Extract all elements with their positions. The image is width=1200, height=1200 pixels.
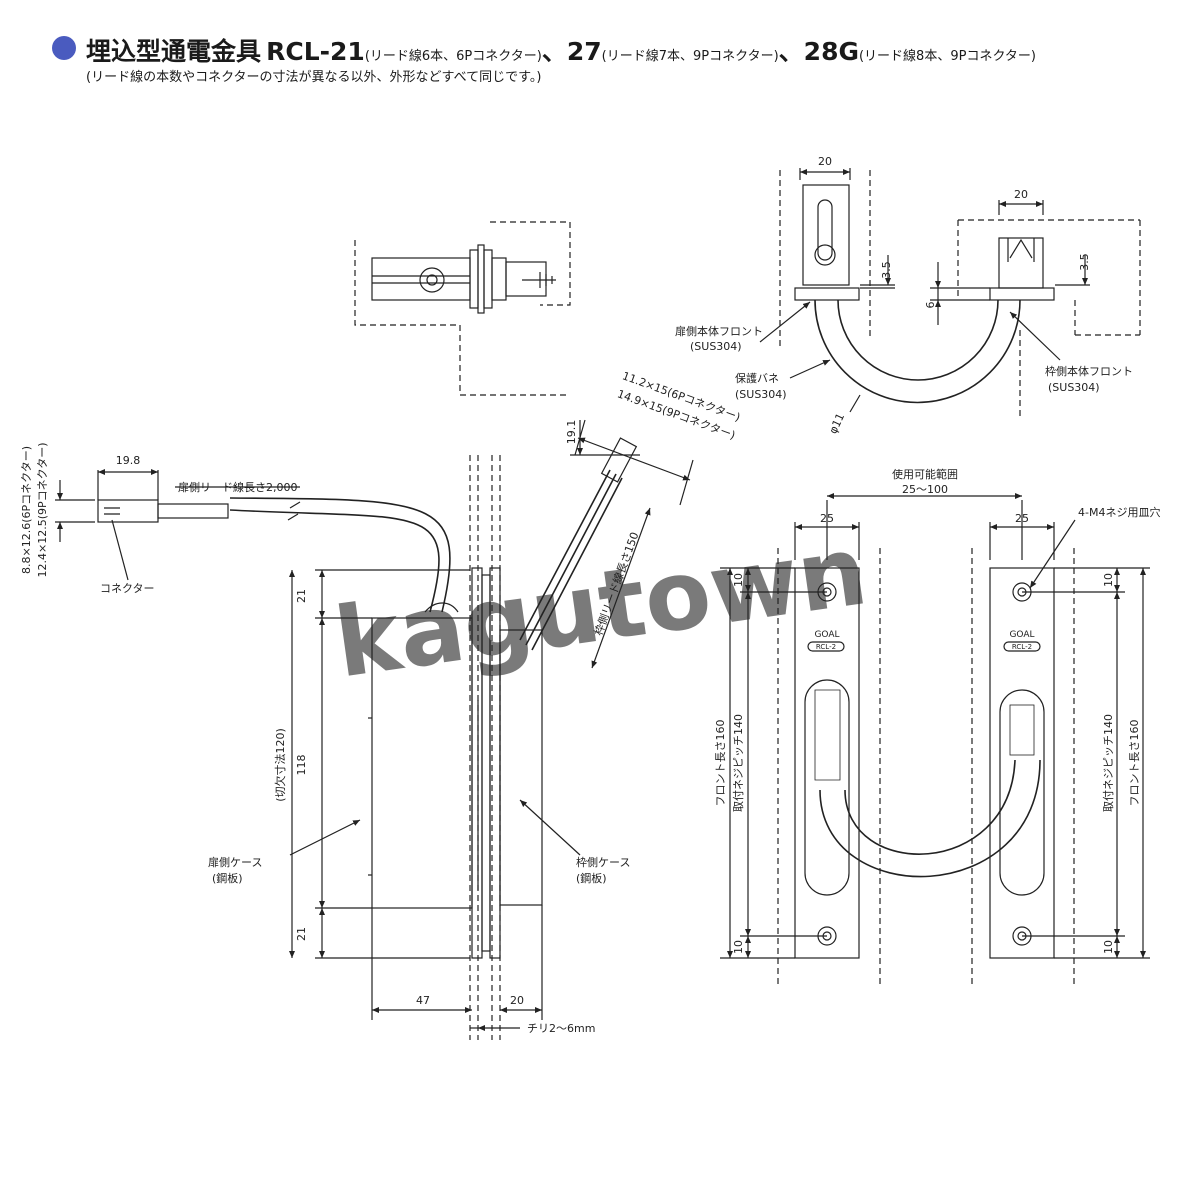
header: 埋込型通電金具 RCL-21(リード線6本、6Pコネクター)、27(リード線7本…: [0, 0, 1200, 100]
dim-118: 118: [295, 755, 308, 776]
frame-front-material: (SUS304): [1048, 381, 1100, 394]
dim-19-8: 19.8: [116, 454, 141, 467]
frame-case-material: (鋼板): [576, 871, 607, 885]
dim-3-5-right: 3.5: [1078, 253, 1091, 271]
front-length-left: フロント長さ160: [714, 720, 727, 807]
dim-25-left: 25: [820, 512, 834, 525]
front-view: [720, 493, 1150, 985]
dim-10-right-bottom: 10: [1102, 940, 1115, 954]
brand-mark-left: GOAL: [814, 630, 839, 640]
dim-20-left: 20: [818, 155, 832, 168]
side-view-spring: [759, 168, 1141, 420]
model-28g: 28G: [803, 37, 859, 66]
cutout-dim: (切欠寸法120): [273, 728, 287, 802]
front-view-labels: 使用可能範囲 25〜100 25 25 4-M4ネジ用皿穴 10 10 10 1…: [714, 467, 1160, 954]
separator: 、: [541, 37, 567, 66]
screw-pitch-left: 取付ネジピッチ140: [732, 714, 745, 812]
front-length-right: フロント長さ160: [1128, 720, 1141, 807]
door-front-label: 扉側本体フロント: [675, 324, 763, 338]
door-front-material: (SUS304): [690, 340, 742, 353]
dim-10-left-bottom: 10: [732, 940, 745, 954]
side-view-labels: 20 20 3.5 3.5 6 扉側本体フロント (SUS304) 保護バネ (…: [675, 155, 1133, 436]
dim-21-top: 21: [295, 589, 308, 603]
door-case-label: 扉側ケース: [208, 856, 262, 869]
dim-20-right: 20: [1014, 188, 1028, 201]
frame-case-label: 枠側ケース: [576, 855, 630, 869]
title-text: 埋込型通電金具: [86, 37, 262, 66]
spring-label: 保護バネ: [735, 371, 779, 385]
model-27-note: (リード線7本、9Pコネクター): [601, 49, 779, 64]
dim-25-right: 25: [1015, 512, 1029, 525]
section-view: [55, 419, 694, 1040]
clearance-label: チリ2〜6mm: [527, 1022, 595, 1035]
conn-height-6p: 8.8×12.6(6Pコネクター): [20, 446, 33, 574]
dim-10-left-top: 10: [732, 573, 745, 587]
separator: 、: [778, 37, 804, 66]
dim-6: 6: [924, 302, 937, 309]
dim-phi11: φ11: [826, 411, 847, 436]
spring-material: (SUS304): [735, 388, 787, 401]
brand-mark-right: GOAL: [1009, 630, 1034, 640]
dim-20-bottom: 20: [510, 994, 524, 1007]
plate-model-right: RCL-2: [1012, 643, 1032, 651]
conn-height-9p: 12.4×12.5(9Pコネクター): [36, 443, 49, 578]
usable-range-label: 使用可能範囲: [892, 467, 958, 481]
model-rcl21-note: (リード線6本、6Pコネクター): [364, 49, 542, 64]
screw-pitch-right: 取付ネジピッチ140: [1102, 714, 1115, 812]
page-title: 埋込型通電金具 RCL-21(リード線6本、6Pコネクター)、27(リード線7本…: [86, 32, 1036, 68]
dim-3-5-left: 3.5: [880, 261, 893, 279]
bullet-icon: [52, 36, 76, 60]
top-view-small: [354, 221, 571, 396]
dim-21-bottom: 21: [295, 927, 308, 941]
dim-10-right-top: 10: [1102, 573, 1115, 587]
page-subtitle: (リード線の本数やコネクターの寸法が異なる以外、外形などすべて同じです。): [86, 70, 542, 85]
door-case-material: (鋼板): [212, 871, 243, 885]
model-27: 27: [566, 37, 602, 66]
section-view-labels: 19.8 扉側リード線長さ2,000 8.8×12.6(6Pコネクター) 12.…: [20, 369, 742, 1035]
screw-holes-label: 4-M4ネジ用皿穴: [1078, 505, 1160, 519]
door-lead-label: 扉側リード線長さ2,000: [178, 480, 298, 494]
usable-range-value: 25〜100: [902, 483, 948, 496]
frame-front-label: 枠側本体フロント: [1045, 364, 1133, 378]
connector-label: コネクター: [100, 582, 155, 595]
model-28g-note: (リード線8本、9Pコネクター): [858, 49, 1036, 64]
model-rcl21: RCL-21: [266, 37, 365, 66]
dim-47: 47: [416, 994, 430, 1007]
plate-model-left: RCL-2: [816, 643, 836, 651]
dim-19-1: 19.1: [565, 420, 578, 445]
